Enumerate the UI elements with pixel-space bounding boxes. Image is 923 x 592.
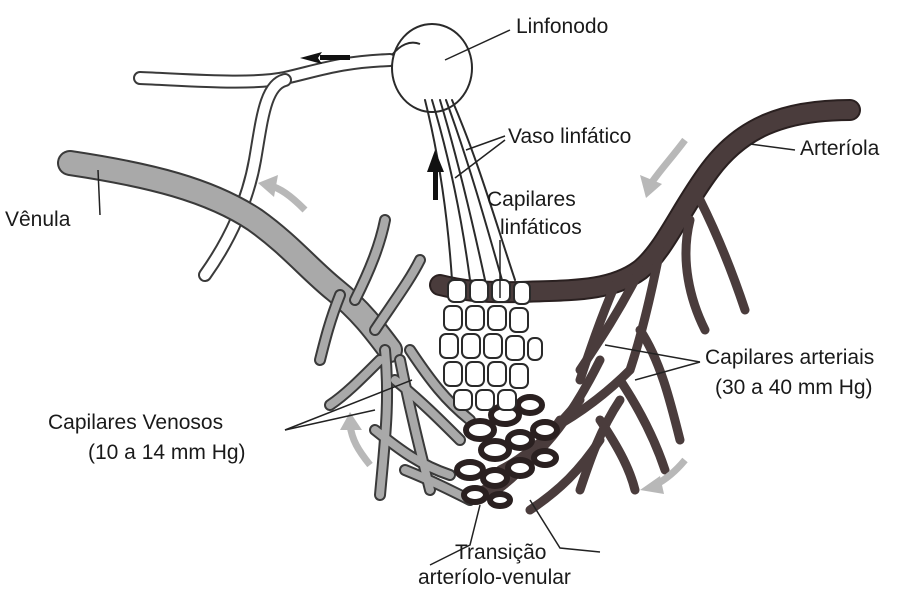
arteriole-inflow-arrow (640, 140, 685, 198)
leader-vaso-linfatico (466, 136, 505, 150)
label-capilares-linfaticos-2: linfáticos (500, 215, 582, 240)
label-capilares-venosos-2: (10 a 14 mm Hg) (88, 440, 246, 465)
label-transicao-1: Transição (455, 540, 546, 565)
label-linfonodo: Linfonodo (516, 14, 608, 39)
venous-return-arrow (340, 412, 370, 465)
label-capilares-arteriais-1: Capilares arteriais (705, 345, 874, 370)
lymph-node (392, 24, 472, 112)
label-capilares-linfaticos-1: Capilares (487, 187, 576, 212)
transition-meshwork (457, 397, 557, 506)
lymph-upflow-arrow (427, 150, 444, 200)
label-capilares-arteriais-2: (30 a 40 mm Hg) (715, 375, 873, 400)
label-venula: Vênula (5, 207, 70, 232)
venous-capillaries (320, 220, 470, 500)
label-capilares-venosos-1: Capilares Venosos (48, 410, 223, 435)
leader-arteriola (750, 144, 795, 150)
label-vaso-linfatico: Vaso linfático (508, 124, 631, 149)
venule-vessel (70, 163, 390, 350)
label-transicao-2: arteríolo-venular (418, 565, 571, 590)
leader-capilares-arteriais-2 (635, 362, 700, 380)
label-arteriola: Arteríola (800, 136, 879, 161)
venule-outflow-arrow (258, 175, 305, 210)
